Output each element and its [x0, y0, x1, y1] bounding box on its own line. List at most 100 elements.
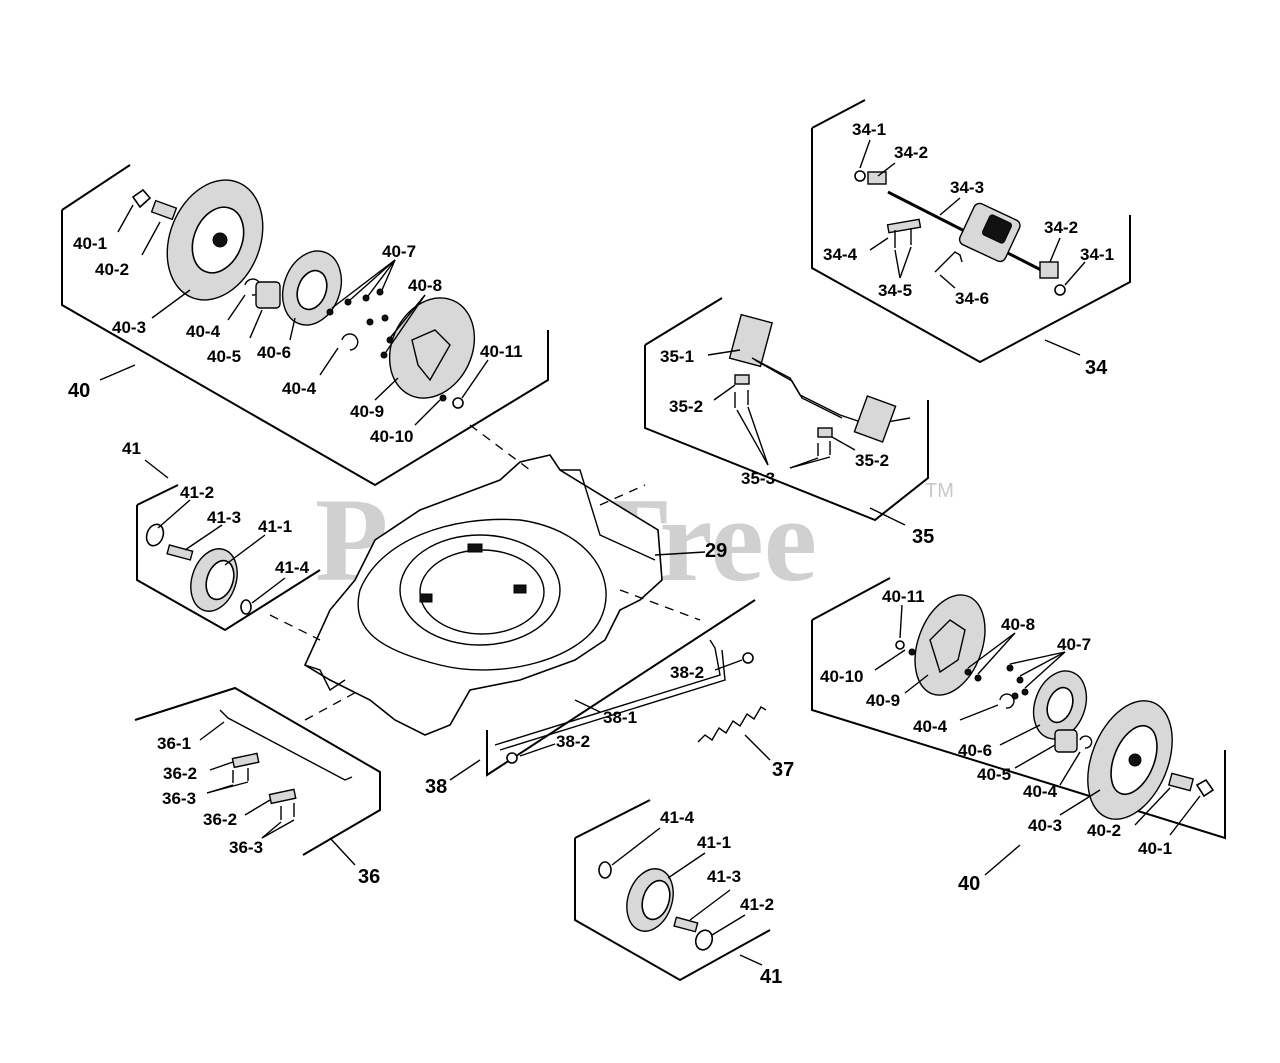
part-41-2[interactable]	[144, 522, 167, 548]
watermark-tm: TM	[925, 480, 954, 502]
label-40r: 40	[958, 873, 980, 895]
label-36-1: 36-1	[157, 734, 191, 753]
group-41-bottom: 41-4 41-1 41-3 41-2 41	[574, 799, 782, 988]
part-34-6[interactable]	[934, 251, 963, 273]
part-40-2-right[interactable]	[1167, 772, 1195, 792]
label-35: 35	[912, 526, 934, 548]
group-35: 35-1 35-2 35-3 35-2 35	[644, 297, 934, 548]
label-40-11: 40-11	[480, 342, 523, 361]
label-40-5: 40-5	[207, 347, 241, 366]
part-36-1-rod[interactable]	[219, 709, 353, 781]
label-38-2b: 38-2	[556, 732, 590, 751]
label-41-4: 41-4	[275, 558, 310, 577]
part-37-spring[interactable]	[697, 706, 767, 743]
label-40-4: 40-4	[186, 322, 221, 341]
label-40-4b: 40-4	[282, 379, 317, 398]
label-40-9: 40-9	[350, 402, 384, 421]
part-36-2[interactable]	[231, 752, 260, 769]
label-41-1: 41-1	[258, 517, 292, 536]
group-38: 38-2 38-1 38-2 38 37	[425, 599, 794, 798]
group-34: 34-1 34-2 34-3 34-2 34-1 34-4 34-5 34-6 …	[811, 99, 1131, 379]
part-35-2b[interactable]	[817, 427, 833, 438]
label-34-2b: 34-2	[1044, 218, 1078, 237]
label-41-4b: 41-4	[660, 808, 695, 827]
part-34-1[interactable]	[854, 170, 866, 182]
label-40-11r: 40-11	[882, 587, 925, 606]
label-34-4: 34-4	[823, 245, 858, 264]
part-38-2[interactable]	[742, 652, 754, 664]
group-36: 36-1 36-2 36-3 36-2 36-3 36	[134, 686, 381, 888]
label-40-5r: 40-5	[977, 765, 1011, 784]
label-41-1b: 41-1	[697, 833, 731, 852]
group-40-left: 40-1 40-2 40-3 40-4 40-5 40-6 40-7 40-8 …	[61, 164, 549, 487]
label-37: 37	[772, 759, 794, 781]
label-40-10: 40-10	[370, 427, 413, 446]
label-40-6: 40-6	[257, 343, 291, 362]
label-41-3: 41-3	[207, 508, 241, 527]
label-40-4r: 40-4	[913, 717, 948, 736]
part-34-2b[interactable]	[1039, 261, 1059, 279]
label-38-2: 38-2	[670, 663, 704, 682]
part-41-2b[interactable]	[693, 928, 715, 952]
part-34-4[interactable]	[886, 218, 922, 234]
group-41-left: 41 41-2 41-3 41-1 41-4	[122, 439, 321, 632]
label-29: 29	[705, 540, 727, 562]
label-40-1r: 40-1	[1138, 839, 1172, 858]
label-41-2b: 41-2	[740, 895, 774, 914]
label-40-10r: 40-10	[820, 667, 863, 686]
label-40: 40	[68, 380, 90, 402]
part-38-2b[interactable]	[506, 752, 518, 764]
part-41-3[interactable]	[166, 544, 194, 561]
label-41: 41	[122, 439, 141, 458]
label-34-1b: 34-1	[1080, 245, 1114, 264]
part-36-2b[interactable]	[268, 788, 297, 805]
label-38: 38	[425, 776, 447, 798]
label-40-1: 40-1	[73, 234, 107, 253]
part-34-2[interactable]	[867, 171, 887, 185]
label-34-1: 34-1	[852, 120, 886, 139]
label-36: 36	[358, 866, 380, 888]
label-40-4rb: 40-4	[1023, 782, 1058, 801]
label-40-7: 40-7	[382, 242, 416, 261]
part-40-5[interactable]	[255, 281, 281, 309]
label-35-2: 35-2	[669, 397, 703, 416]
part-41-3b[interactable]	[673, 916, 699, 933]
label-41b: 41	[760, 966, 782, 988]
mower-deck[interactable]	[303, 454, 663, 736]
label-41-3b: 41-3	[707, 867, 741, 886]
part-40-2[interactable]	[150, 199, 178, 221]
part-38-1-rod[interactable]	[494, 639, 721, 746]
part-40-5-right[interactable]	[1054, 729, 1078, 753]
label-40-3r: 40-3	[1028, 816, 1062, 835]
part-40-1-right[interactable]	[1195, 778, 1215, 798]
label-36-2: 36-2	[163, 764, 197, 783]
label-36-3: 36-3	[162, 789, 196, 808]
part-40-1[interactable]	[131, 188, 152, 209]
label-40-8: 40-8	[408, 276, 442, 295]
label-36-3b: 36-3	[229, 838, 263, 857]
label-34-2: 34-2	[894, 143, 928, 162]
label-34: 34	[1085, 357, 1108, 379]
label-38-1: 38-1	[603, 708, 637, 727]
label-34-6: 34-6	[955, 289, 989, 308]
label-41-2: 41-2	[180, 483, 214, 502]
part-40-11[interactable]	[895, 640, 905, 650]
group-40-right: 40-11 40-8 40-7 40-10 40-9 40-4 40-6 40-…	[811, 577, 1226, 895]
label-35-1: 35-1	[660, 347, 694, 366]
label-36-2b: 36-2	[203, 810, 237, 829]
part-40-9-cover[interactable]	[374, 284, 490, 412]
label-40-7r: 40-7	[1057, 635, 1091, 654]
label-40-8r: 40-8	[1001, 615, 1035, 634]
label-35-2b: 35-2	[855, 451, 889, 470]
part-35-1-bracket[interactable]	[728, 313, 774, 368]
part-35-2[interactable]	[734, 374, 750, 385]
alignment-lines	[269, 424, 701, 721]
label-40-6r: 40-6	[958, 741, 992, 760]
label-34-3: 34-3	[950, 178, 984, 197]
part-41-4b[interactable]	[598, 861, 612, 879]
part-34-1b[interactable]	[1054, 284, 1066, 296]
part-41-4[interactable]	[240, 599, 252, 615]
label-35-3: 35-3	[741, 469, 775, 488]
label-40-3: 40-3	[112, 318, 146, 337]
